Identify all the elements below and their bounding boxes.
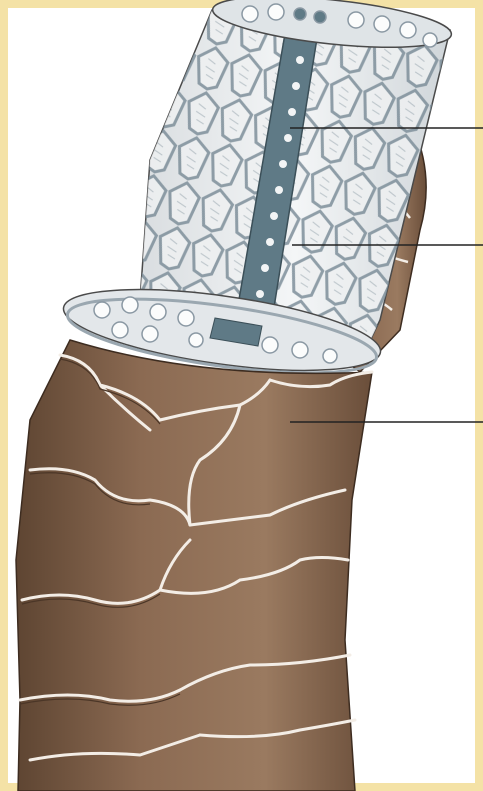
cuticle: [16, 340, 372, 791]
